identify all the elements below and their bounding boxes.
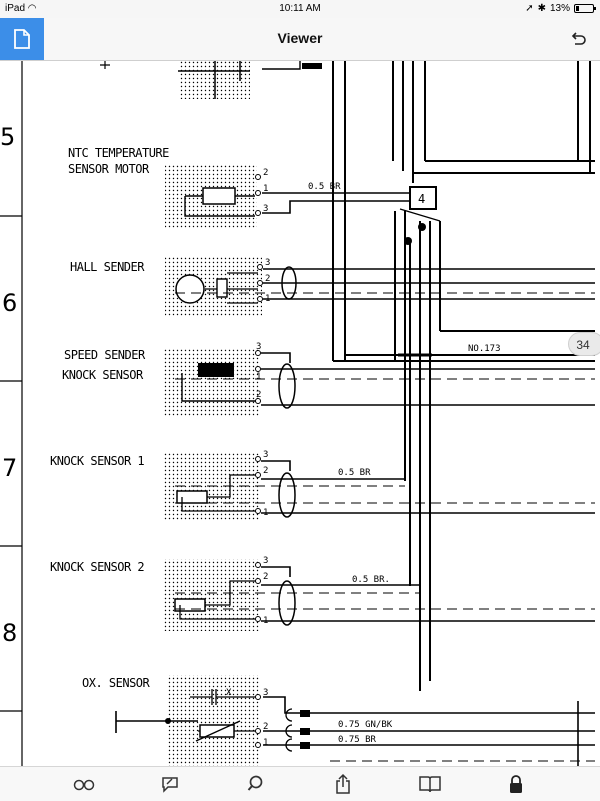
row-number-8: 8 — [2, 619, 17, 647]
ntc-pin-2: 2 — [263, 168, 268, 178]
ox-pin-1: 1 — [263, 738, 268, 748]
search-icon — [247, 775, 263, 791]
knock-sensor-2 — [164, 559, 296, 631]
speed-pin-3: 3 — [256, 342, 261, 352]
status-right: ➚ ✱ 13% — [525, 3, 596, 14]
top-component — [100, 61, 322, 99]
battery-percent: 13% — [549, 3, 570, 14]
ox-label: OX. SENSOR — [82, 676, 151, 690]
lock-icon — [510, 775, 522, 793]
status-time: 10:11 AM — [279, 3, 321, 14]
comment-button[interactable] — [158, 772, 182, 796]
ref-no173: NO.173 — [468, 344, 501, 354]
knock-sensor-label: KNOCK SENSOR — [62, 368, 144, 382]
comment-icon — [162, 777, 178, 793]
status-device: iPad ◠ — [5, 3, 37, 14]
document-icon — [14, 29, 30, 49]
hall-pin-2: 2 — [265, 274, 270, 284]
row-number-7: 7 — [2, 454, 17, 482]
undo-button[interactable] — [566, 27, 590, 51]
document-viewer[interactable]: 5 6 7 8 — [0, 61, 600, 766]
ntc-label-1: NTC TEMPERATURE — [68, 146, 169, 160]
page-number-badge[interactable]: 34 — [568, 332, 600, 356]
status-bar: iPad ◠ 10:11 AM ➚ ✱ 13% — [0, 0, 600, 18]
ox-pin-3: 3 — [263, 688, 268, 698]
ox-x-label: X — [226, 688, 232, 698]
speed-sender — [164, 349, 296, 417]
k2-pin-3: 3 — [263, 556, 268, 566]
wifi-icon: ◠ — [27, 3, 37, 14]
ntc-label-2: SENSOR MOTOR — [68, 162, 150, 176]
ntc-pin-3: 3 — [263, 204, 268, 214]
knock2-label: KNOCK SENSOR 2 — [50, 560, 144, 574]
k2-wire-label: 0.5 BR. — [352, 575, 390, 585]
row-number-5: 5 — [0, 123, 15, 151]
k2-pin-2: 2 — [263, 572, 268, 582]
lock-button[interactable] — [504, 772, 528, 796]
share-button[interactable] — [331, 772, 355, 796]
bluetooth-icon: ✱ — [537, 3, 546, 14]
search-button[interactable] — [245, 772, 269, 796]
row-number-6: 6 — [2, 289, 17, 317]
hall-pin-3: 3 — [265, 258, 270, 268]
hall-sender — [165, 257, 297, 317]
location-icon: ➚ — [525, 3, 534, 14]
k1-wire-label: 0.5 BR — [338, 468, 371, 478]
battery-icon — [574, 4, 596, 13]
speed-pin-2: 2 — [256, 390, 261, 400]
hall-label: HALL SENDER — [70, 260, 145, 274]
ox-wire-label-1: 0.75 GN/BK — [338, 720, 393, 730]
ntc-sensor — [165, 165, 261, 229]
undo-icon — [571, 32, 586, 45]
glasses-icon — [73, 779, 95, 791]
nav-bar: Viewer — [0, 18, 600, 61]
ntc-pin-1: 1 — [263, 184, 268, 194]
knock-sensor-1 — [164, 453, 296, 521]
book-icon — [419, 776, 441, 793]
k1-pin-2: 2 — [263, 466, 268, 476]
document-button[interactable] — [0, 18, 44, 60]
wiring-diagram: 5 6 7 8 — [0, 61, 595, 766]
junction-label: 4 — [418, 192, 425, 206]
ox-sensor: X — [115, 675, 261, 766]
reading-mode-button[interactable] — [72, 772, 96, 796]
ox-pin-2: 2 — [263, 722, 268, 732]
knock1-label: KNOCK SENSOR 1 — [50, 454, 144, 468]
k1-pin-3: 3 — [263, 450, 268, 460]
share-icon — [336, 773, 350, 794]
ntc-wire-label: 0.5 BR — [308, 182, 341, 192]
speed-sender-label: SPEED SENDER — [64, 348, 146, 362]
ox-wire-label-2: 0.75 BR — [338, 735, 377, 745]
bookmarks-button[interactable] — [418, 772, 442, 796]
speed-pin-1: 1 — [256, 372, 261, 382]
page-title: Viewer — [277, 30, 323, 46]
junction-box — [409, 186, 437, 210]
bottom-toolbar — [0, 766, 600, 801]
